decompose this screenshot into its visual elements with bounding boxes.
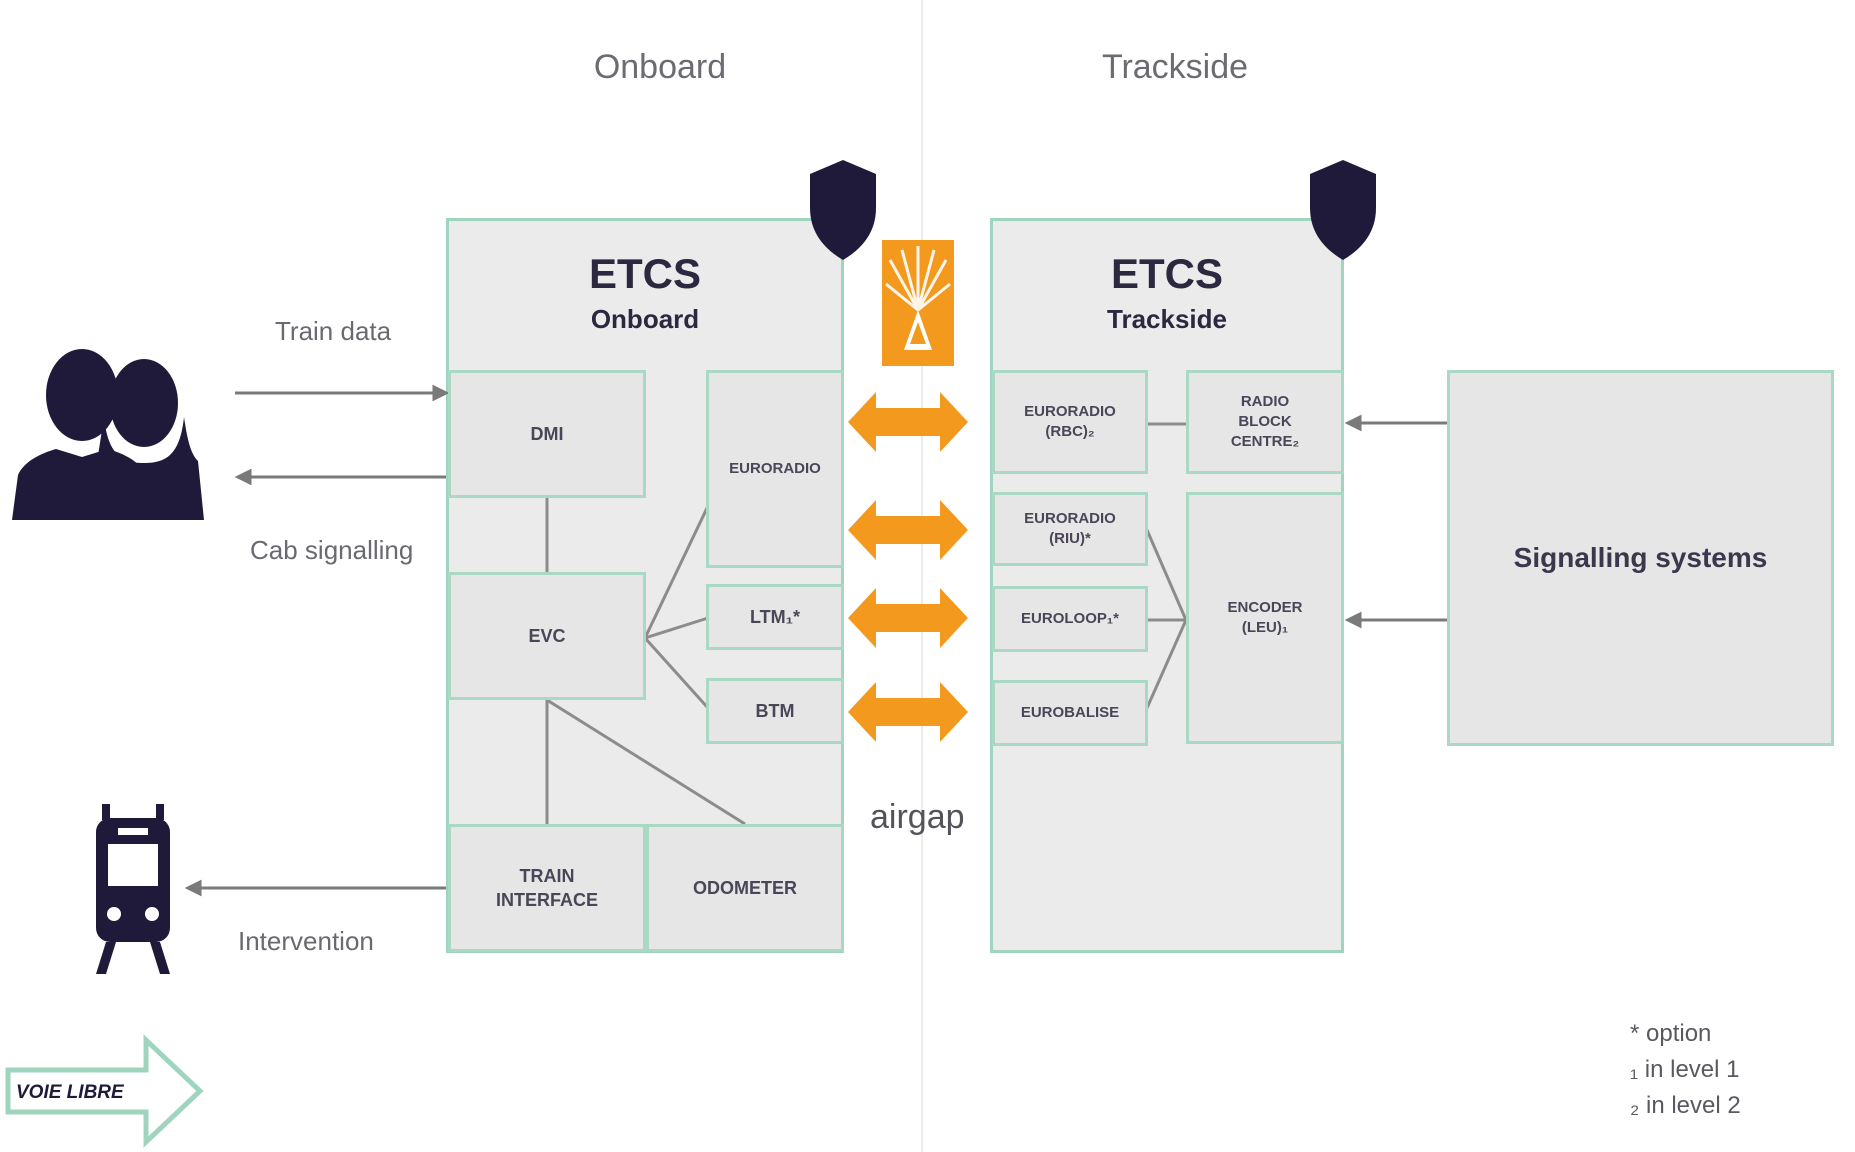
people-icon [12,349,204,520]
loop-link-arrow [848,500,968,560]
legend-level-2: ₂ in level 2 [1630,1092,1741,1119]
shield-icon [810,160,876,260]
legend-level-1: ₁ in level 1 [1630,1056,1740,1083]
eurobalise-module: EUROBALISE [992,680,1148,746]
onboard-euroradio-module: EURORADIO [706,370,844,568]
shield-icon [1310,160,1376,260]
etcs-trackside-title-main: ETCS [1110,250,1223,297]
etcs-onboard-title: ETCS Onboard [446,250,844,335]
euroloop-module: EUROLOOP₁* [992,586,1148,652]
odometer-module: ODOMETER [646,824,844,952]
train-data-label: Train data [275,316,392,346]
onboard-header: Onboard [593,48,727,86]
radio-block-centre-module: RADIO BLOCK CENTRE₂ [1186,370,1344,474]
ltm-module: LTM₁* [706,584,844,650]
etcs-trackside-title-sub: Trackside [1107,304,1227,334]
euroradio-link-arrow [848,392,968,452]
legend: * option ₁ in level 1 ₂ in level 2 [1630,1016,1741,1124]
etcs-trackside-title: ETCS Trackside [990,250,1344,335]
svg-text:VOIE LIBRE: VOIE LIBRE [16,1082,125,1103]
etcs-onboard-title-sub: Onboard [590,304,700,334]
cab-signalling-label: Cab signalling [250,535,414,565]
intervention-label: Intervention [238,926,374,956]
dmi-module: DMI [448,370,646,498]
legend-option: * option [1630,1020,1712,1047]
train-icon [96,804,170,974]
euroradio-rbc-module: EURORADIO (RBC)₂ [992,370,1148,474]
airgap-label: airgap [870,798,965,836]
train-interface-module: TRAIN INTERFACE [448,824,646,952]
btm-module: BTM [706,678,844,744]
encoder-module: ENCODER (LEU)₁ [1186,492,1344,744]
trackside-header: Trackside [1101,48,1249,86]
signalling-systems-box: Signalling systems [1447,370,1834,746]
center-divider [921,0,923,1152]
voie-libre-logo: VOIE LIBRE [5,1034,204,1148]
radio-antenna-icon [882,240,954,366]
evc-module: EVC [448,572,646,700]
etcs-onboard-title-main: ETCS [588,250,701,297]
ltm-link-arrow [848,588,968,648]
euroradio-riu-module: EURORADIO (RIU)* [992,492,1148,566]
btm-link-arrow [848,682,968,742]
